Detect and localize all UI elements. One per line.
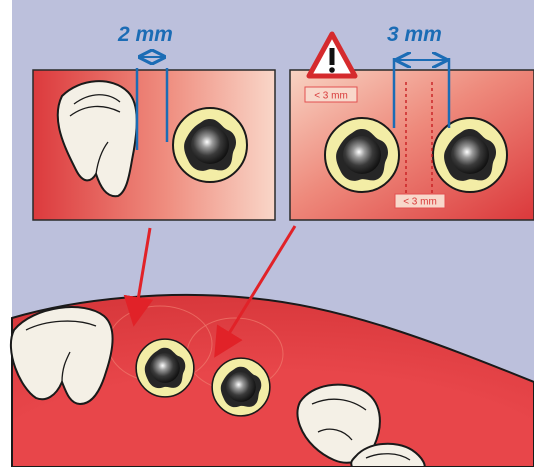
measure-label-2mm: 2 mm (117, 23, 173, 46)
implant-arch-1 (136, 339, 194, 397)
implant-right-panel-2 (433, 118, 507, 192)
measure-label-3mm: 3 mm (387, 23, 442, 46)
warning-label: < 3 mm (314, 91, 348, 102)
implant-arch-2 (212, 358, 270, 416)
implant-left-panel (173, 108, 247, 182)
left-margin (0, 0, 12, 467)
gap-label: < 3 mm (403, 197, 437, 208)
implant-right-panel-1 (325, 118, 399, 192)
